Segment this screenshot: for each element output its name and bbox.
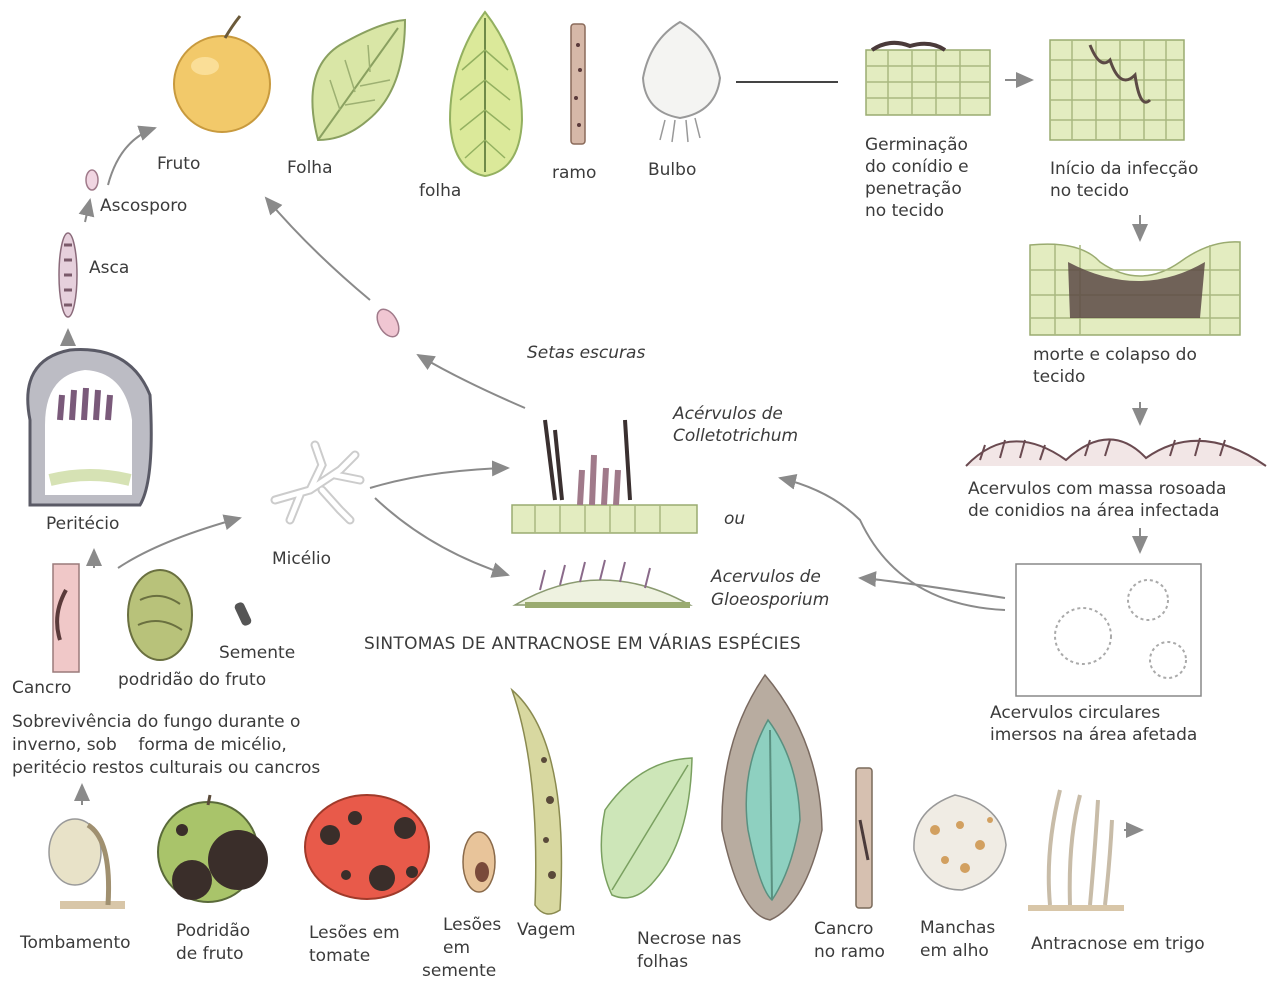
tissue-germination-icon [866, 43, 990, 115]
label-sobrevivencia-1: Sobrevivência do fungo durante o [12, 711, 300, 733]
bulb-icon [643, 22, 720, 142]
twig-icon [571, 24, 585, 144]
label-podridao-de-fruto-1: Podridão [176, 920, 250, 942]
label-setas-escuras: Setas escuras [527, 342, 645, 364]
label-morte-2: tecido [1033, 366, 1085, 388]
label-acervulos-massa-2: de conidios na área infectada [968, 500, 1220, 522]
label-morte-1: morte e colapso do [1033, 344, 1197, 366]
leaf-necrosis-icon [601, 758, 692, 898]
arrow [375, 498, 508, 575]
gloeosporium-acervulus-icon [515, 560, 690, 605]
label-ascosporo: Ascosporo [100, 195, 187, 217]
label-peritecio: Peritécio [46, 513, 119, 535]
tissue-infection-icon [1050, 40, 1184, 140]
section-title: SINTOMAS DE ANTRACNOSE EM VÁRIAS ESPÉCIE… [364, 633, 801, 655]
ascospore-icon [86, 170, 98, 190]
arrow [266, 198, 370, 300]
label-cancro-ramo-1: Cancro [814, 918, 873, 940]
label-acervulos-circ-1: Acervulos circulares [990, 702, 1160, 724]
apple-fruit-icon [174, 16, 270, 132]
label-lesoes-semente-2: em [443, 937, 470, 959]
label-manchas-1: Manchas [920, 917, 995, 939]
arrow [108, 128, 155, 185]
bean-seed-icon [463, 832, 495, 892]
label-inicio-2: no tecido [1050, 180, 1129, 202]
arrow [85, 200, 90, 222]
label-ou: ou [724, 508, 745, 530]
garlic-icon [914, 795, 1006, 890]
label-inicio-1: Início da infecção [1050, 158, 1198, 180]
label-acervulos-massa-1: Acervulos com massa rosoada [968, 478, 1226, 500]
label-germinacao-1: Germinação [865, 134, 968, 156]
arrow [118, 518, 240, 568]
long-leaf-icon [450, 12, 522, 176]
label-asca: Asca [89, 257, 129, 279]
label-podridao-fruto: podridão do fruto [118, 669, 266, 691]
label-tombamento: Tombamento [20, 932, 131, 954]
seedling-icon [49, 819, 125, 905]
label-micelio: Micélio [272, 548, 331, 570]
label-ramo: ramo [552, 162, 596, 184]
rotten-fruit-icon [128, 570, 192, 660]
label-sobrevivencia-3: peritécio restos culturais ou cancros [12, 757, 320, 779]
label-necrose-1: Necrose nas [637, 928, 741, 950]
label-germinacao-2: do conídio e [865, 156, 969, 178]
label-trigo: Antracnose em trigo [1031, 933, 1205, 955]
label-gloeosporium-1: Acervulos de [711, 566, 821, 588]
label-lesoes-tomate-1: Lesões em [309, 922, 400, 944]
label-lesoes-semente-1: Lesões [443, 914, 501, 936]
label-sobrevivencia-2: inverno, sob forma de micélio, [12, 734, 287, 756]
tissue-collapse-icon [1030, 242, 1240, 335]
arrow [418, 355, 525, 408]
colletotrichum-acervulus-icon [512, 420, 697, 533]
label-cancro: Cancro [12, 677, 71, 699]
seed-icon [233, 601, 252, 627]
ascus-icon [59, 233, 77, 317]
label-folha-2: folha [419, 180, 461, 202]
circular-acervuli-box [1016, 564, 1201, 696]
label-bulbo: Bulbo [648, 159, 696, 181]
label-manchas-2: em alho [920, 940, 989, 962]
label-vagem: Vagem [517, 919, 576, 941]
label-colletotrichum-2: Colletotrichum [673, 425, 798, 447]
cancro-branch-icon [856, 768, 872, 908]
label-gloeosporium-2: Gloeosporium [711, 589, 829, 611]
label-necrose-2: folhas [637, 951, 688, 973]
leaf-icon [312, 20, 405, 140]
wheat-icon [1028, 790, 1124, 908]
pod-icon [512, 690, 561, 914]
label-germinacao-4: no tecido [865, 200, 944, 222]
perithecium-icon [28, 350, 152, 505]
conidium-icon [373, 306, 404, 341]
label-folha: Folha [287, 157, 333, 179]
mycelium-icon [275, 445, 360, 520]
tomato-icon [305, 795, 429, 899]
label-lesoes-tomate-2: tomate [309, 945, 370, 967]
arrow [860, 578, 1005, 598]
necrotic-leaf-icon [722, 675, 822, 920]
rotten-apple-icon [158, 795, 268, 902]
label-lesoes-semente-3: semente [422, 960, 496, 982]
label-colletotrichum-1: Acérvulos de [673, 403, 783, 425]
acervuli-mounds-icon [966, 438, 1266, 466]
label-cancro-ramo-2: no ramo [814, 941, 885, 963]
label-germinacao-3: penetração [865, 178, 962, 200]
label-acervulos-circ-2: imersos na área afetada [990, 724, 1197, 746]
label-semente: Semente [219, 642, 295, 664]
label-podridao-de-fruto-2: de fruto [176, 943, 243, 965]
cancro-stem-icon [53, 564, 79, 672]
label-fruto: Fruto [157, 153, 200, 175]
arrow [370, 468, 508, 488]
